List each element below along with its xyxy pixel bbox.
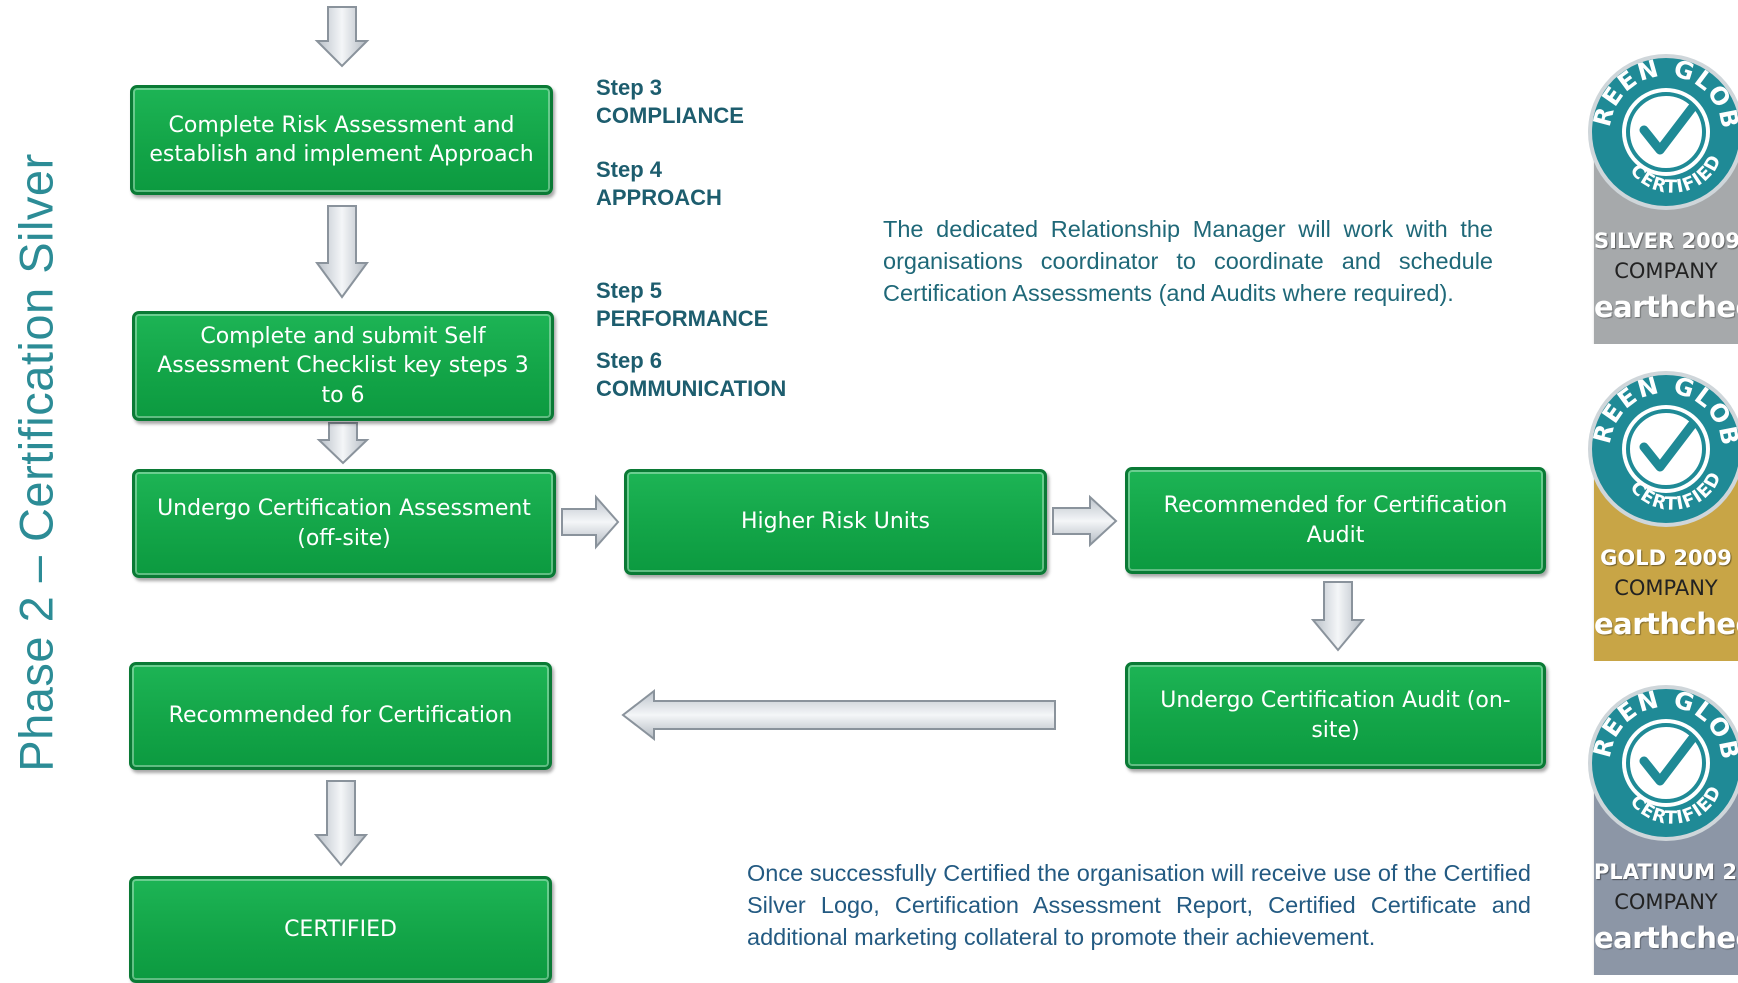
seal-inner-disc xyxy=(1622,88,1710,176)
checkmark-icon xyxy=(1639,734,1697,786)
box-certification-audit: Undergo Certification Audit (on-site) xyxy=(1125,662,1546,769)
step-5-number: Step 5 xyxy=(596,278,663,303)
box-recommended-for-audit: Recommended for Certification Audit xyxy=(1125,467,1546,574)
step-6-label: Step 6 COMMUNICATION xyxy=(596,347,786,403)
arrow-down-recommended-to-certified xyxy=(313,780,369,867)
box-certified: CERTIFIED xyxy=(129,876,552,983)
badge-brand: earthcheck xyxy=(1594,921,1738,955)
seal-inner-disc xyxy=(1622,719,1710,807)
badge-level: PLATINUM 2009 xyxy=(1594,860,1738,884)
checkmark-icon xyxy=(1639,103,1697,155)
arrow-right-assessment-to-risk xyxy=(561,494,620,550)
step-5-label: Step 5 PERFORMANCE xyxy=(596,277,768,333)
badge-level: SILVER 2009 xyxy=(1594,229,1738,253)
green-globe-seal-graphic: GREEN GLOBECERTIFIED xyxy=(1576,685,1738,841)
platinum-badge: GREEN GLOBECERTIFIED PLATINUM 2009 COMPA… xyxy=(1576,685,1738,975)
globe-outline xyxy=(1626,723,1706,803)
arrow-right-risk-to-audit xyxy=(1052,494,1118,548)
globe-outline xyxy=(1626,92,1706,172)
certified-benefits-note: Once successfully Certified the organisa… xyxy=(747,860,1531,950)
phase-title-text: Phase 2 – Certification Silver xyxy=(9,153,63,772)
box-self-assessment: Complete and submit Self Assessment Chec… xyxy=(132,311,554,421)
green-globe-seal-graphic: GREEN GLOBECERTIFIED xyxy=(1576,371,1738,527)
badge-brand: earthcheck xyxy=(1594,607,1738,641)
arrow-down-self-to-assessment xyxy=(316,422,370,465)
arrow-left-onsite-to-recommended xyxy=(621,688,1056,742)
relationship-manager-note: The dedicated Relationship Manager will … xyxy=(883,216,1493,306)
badge-level: GOLD 2009 xyxy=(1600,546,1732,570)
globe-outline xyxy=(1626,409,1706,489)
arrow-down-entry xyxy=(314,6,370,68)
step-4-number: Step 4 xyxy=(596,157,663,182)
box-recommended-for-certification: Recommended for Certification xyxy=(129,662,552,770)
badge-company: COMPANY xyxy=(1614,890,1718,914)
gold-badge: GREEN GLOBECERTIFIED GOLD 2009 COMPANY e… xyxy=(1576,371,1738,661)
seal-inner-disc xyxy=(1622,405,1710,493)
box-risk-assessment: Complete Risk Assessment and establish a… xyxy=(130,85,553,195)
box-certification-assessment: Undergo Certification Assessment (off-si… xyxy=(132,469,556,578)
step-6-name: COMMUNICATION xyxy=(596,376,787,401)
phase-title: Phase 2 – Certification Silver xyxy=(8,145,64,780)
badge-company: COMPANY xyxy=(1614,259,1718,283)
step-3-number: Step 3 xyxy=(596,75,663,100)
step-6-number: Step 6 xyxy=(596,348,663,373)
step-3-label: Step 3 COMPLIANCE xyxy=(596,74,744,130)
arrow-down-audit-to-onsite xyxy=(1310,581,1366,652)
badge-company: COMPANY xyxy=(1614,576,1718,600)
step-5-name: PERFORMANCE xyxy=(596,306,769,331)
arrow-down-risk-to-self xyxy=(315,205,369,299)
step-4-name: APPROACH xyxy=(596,185,722,210)
silver-badge: GREEN GLOBECERTIFIED SILVER 2009 COMPANY… xyxy=(1576,54,1738,344)
box-higher-risk-units: Higher Risk Units xyxy=(624,469,1047,575)
checkmark-icon xyxy=(1639,420,1697,472)
step-3-name: COMPLIANCE xyxy=(596,103,744,128)
step-4-label: Step 4 APPROACH xyxy=(596,156,722,212)
badge-brand: earthcheck xyxy=(1594,290,1738,324)
green-globe-seal-graphic: GREEN GLOBECERTIFIED xyxy=(1576,54,1738,210)
